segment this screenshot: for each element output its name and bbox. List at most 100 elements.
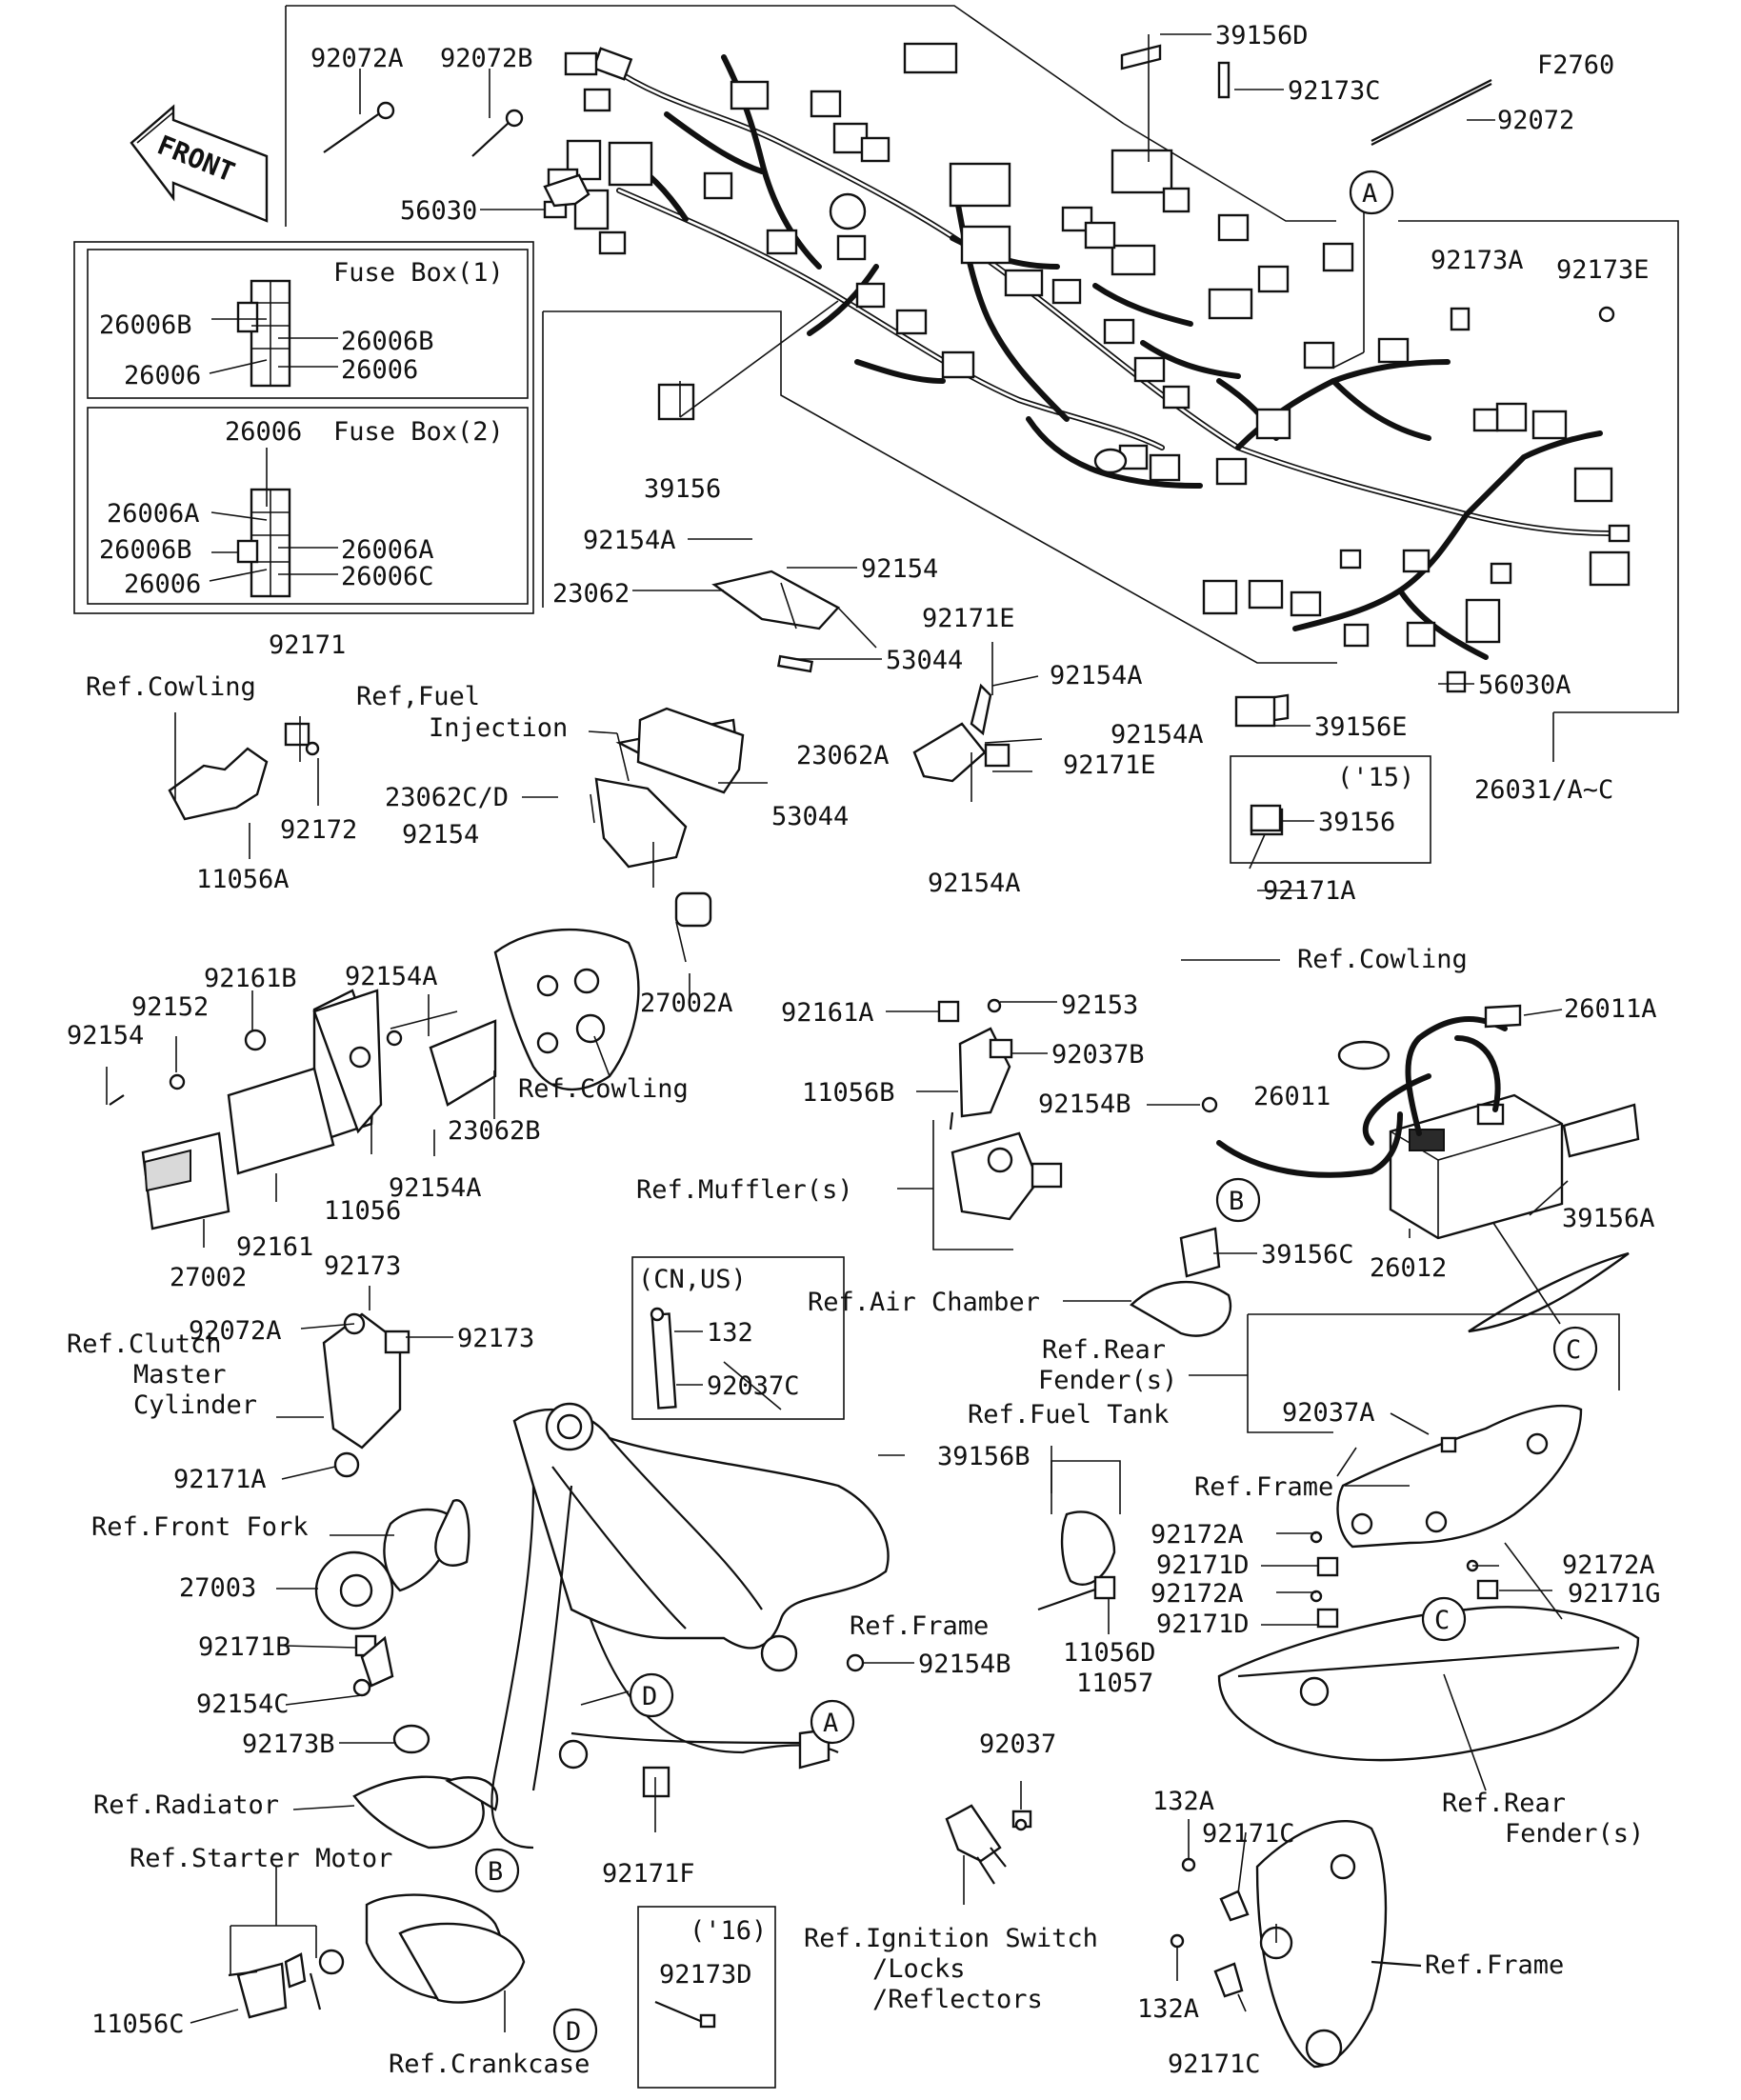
part-callout: Ref.Rear bbox=[1042, 1335, 1166, 1365]
part-callout: 92171C bbox=[1168, 2050, 1261, 2079]
svg-text:D: D bbox=[566, 2017, 581, 2047]
part-callout: 92171B bbox=[198, 1632, 291, 1662]
part-callout: 11056 bbox=[324, 1196, 401, 1226]
part-callout: /Reflectors bbox=[872, 1985, 1043, 2014]
fuse-box-2-title: Fuse Box(2) bbox=[333, 417, 504, 447]
fuse-box-2-label: 26006B bbox=[99, 535, 192, 565]
circle-ref-a-frame: A bbox=[810, 1699, 855, 1745]
fuse-box-1-label: 26006B bbox=[341, 327, 434, 356]
muffler-actuator bbox=[937, 998, 1063, 1221]
starter-crankcase bbox=[228, 1893, 526, 2019]
part-callout: 92172A bbox=[1151, 1579, 1244, 1609]
part-callout: Ref.Fuel Tank bbox=[968, 1400, 1169, 1430]
part-callout: 92037C bbox=[707, 1371, 800, 1401]
variant-label-cn-us: (CN,US) bbox=[638, 1265, 747, 1294]
part-callout: 53044 bbox=[771, 802, 849, 831]
part-callout: 132A bbox=[1137, 1994, 1199, 2024]
part-callout: Ref.Starter Motor bbox=[130, 1844, 392, 1873]
ignition-switch-part bbox=[945, 1804, 1032, 1885]
part-callout: 92171E bbox=[1063, 750, 1156, 780]
main-frame bbox=[490, 1402, 890, 1850]
part-callout: 39156D bbox=[1215, 21, 1309, 50]
part-callout: 92072A bbox=[310, 44, 404, 73]
frame-right-lower bbox=[1170, 1820, 1422, 2069]
part-callout: 27002 bbox=[170, 1263, 247, 1292]
svg-text:C: C bbox=[1434, 1606, 1450, 1635]
part-callout: 92154B bbox=[1038, 1090, 1131, 1119]
part-callout: 26011A bbox=[1564, 994, 1657, 1024]
circle-ref-c-battery: C bbox=[1552, 1326, 1598, 1371]
part-callout: 27003 bbox=[179, 1573, 256, 1603]
part-callout: 92173B bbox=[242, 1730, 335, 1759]
part-callout: 92154A bbox=[928, 869, 1021, 898]
part-callout: 92154C bbox=[196, 1690, 290, 1719]
fuse-box-1-label: 26006 bbox=[124, 361, 201, 390]
leader-lines bbox=[106, 33, 1620, 2032]
circle-ref-a-top: A bbox=[1349, 170, 1394, 215]
harness-outline bbox=[285, 5, 1679, 762]
part-92173d bbox=[654, 2000, 716, 2029]
part-callout: Ref.Muffler(s) bbox=[636, 1175, 853, 1205]
part-callout: 132 bbox=[707, 1318, 753, 1348]
circle-ref-c-fender: C bbox=[1421, 1596, 1467, 1642]
part-callout: 53044 bbox=[886, 646, 963, 675]
part-callout: 92171G bbox=[1568, 1579, 1661, 1609]
variant-label-16: ('16) bbox=[690, 1916, 767, 1946]
part-callout: 92173A bbox=[1431, 246, 1524, 275]
part-callout: 92153 bbox=[1061, 990, 1138, 1020]
part-callout: 39156A bbox=[1562, 1204, 1655, 1233]
part-callout: Ref.Radiator bbox=[93, 1790, 279, 1820]
part-callout: Ref.Rear bbox=[1442, 1789, 1566, 1818]
fuse-box-1-title: Fuse Box(1) bbox=[333, 258, 504, 288]
part-callout: 92173E bbox=[1556, 255, 1650, 285]
diagram-labels: F2760 Fuse Box(1) 26006B 26006B 26006 26… bbox=[67, 21, 1661, 2079]
fuse-box-2-label: 26006 bbox=[124, 570, 201, 599]
part-callout: 39156 bbox=[1318, 808, 1395, 837]
fuse-box-2-label: 26006A bbox=[341, 535, 434, 565]
part-callout: /Locks bbox=[872, 1954, 966, 1984]
fuse-box-1-label: 26006 bbox=[341, 355, 418, 385]
circle-ref-d-frame: D bbox=[629, 1672, 674, 1718]
part-callout: 23062A bbox=[796, 741, 890, 770]
part-callout: 27002A bbox=[640, 989, 733, 1018]
bracket-11056a bbox=[168, 722, 320, 821]
part-callout: 92154B bbox=[918, 1650, 1011, 1679]
part-callout: 26011 bbox=[1253, 1082, 1331, 1111]
part-callout: Ref.Ignition Switch bbox=[804, 1924, 1098, 1953]
part-callout: 92172A bbox=[1151, 1520, 1244, 1550]
part-callout: 39156B bbox=[937, 1442, 1031, 1471]
part-callout: 23062 bbox=[552, 579, 630, 609]
part-callout: 56030 bbox=[400, 196, 477, 226]
fuel-tank-part bbox=[1037, 1510, 1116, 1611]
radiator-part bbox=[352, 1724, 499, 1850]
fuse-box-2-label: 26006 bbox=[225, 417, 302, 447]
part-callout: 92173 bbox=[457, 1324, 534, 1353]
part-callout: 56030A bbox=[1478, 670, 1571, 700]
part-callout: Ref.Air Chamber bbox=[808, 1288, 1040, 1317]
battery-assembly bbox=[1129, 1004, 1640, 1337]
variant-label-15: ('15) bbox=[1337, 763, 1414, 792]
clutch-cylinder-bracket bbox=[322, 1307, 677, 1478]
part-callout: 92171F bbox=[602, 1859, 695, 1889]
part-callout: Ref.Cowling bbox=[1297, 945, 1468, 974]
svg-text:A: A bbox=[1362, 179, 1377, 209]
part-callout: Ref.Frame bbox=[1425, 1950, 1564, 1980]
part-callout: 92161 bbox=[236, 1232, 313, 1262]
bracket-23062b bbox=[386, 1019, 497, 1107]
part-callout: Injection bbox=[429, 713, 568, 743]
part-callout: 92154 bbox=[402, 820, 479, 850]
fuel-injection-ecu bbox=[532, 707, 745, 1049]
circle-ref-b-starter: B bbox=[474, 1848, 520, 1893]
part-callout: 92172A bbox=[1562, 1550, 1655, 1580]
part-callout: 92037A bbox=[1282, 1398, 1375, 1428]
cowling-component bbox=[493, 928, 640, 1091]
part-callout: 92172 bbox=[280, 815, 357, 845]
part-callout: 92154A bbox=[389, 1173, 482, 1203]
part-callout: 92154 bbox=[67, 1021, 144, 1050]
part-callout: 23062B bbox=[448, 1116, 541, 1146]
part-callout: 11056D bbox=[1063, 1638, 1156, 1668]
part-callout: 92171C bbox=[1202, 1819, 1295, 1849]
svg-text:A: A bbox=[823, 1709, 838, 1738]
part-callout: 92154A bbox=[583, 526, 676, 555]
